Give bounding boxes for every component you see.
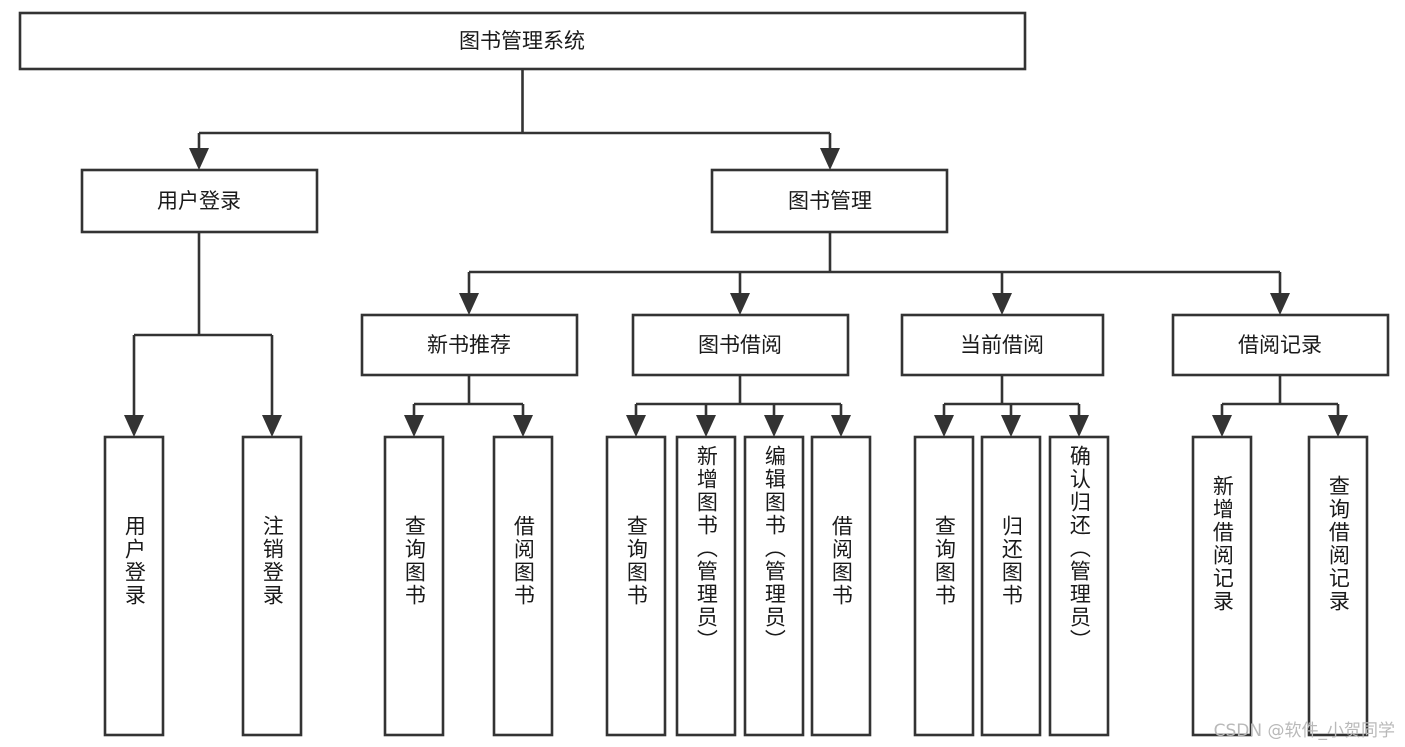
leaf-box-query-book-3[interactable] — [913, 435, 975, 737]
arrow-head-current-borrow — [992, 293, 1012, 315]
node-root[interactable]: 图书管理系统 — [18, 11, 1027, 71]
arrow-head-leaf-query-book-2 — [626, 415, 646, 437]
node-root-label: 图书管理系统 — [459, 29, 585, 53]
node-user-login[interactable]: 用户登录 — [80, 168, 319, 234]
node-borrow-record-label: 借阅记录 — [1238, 333, 1322, 357]
arrow-head-user-login — [189, 148, 209, 170]
leaf-boxes — [103, 435, 1369, 737]
arrow-head-leaf-edit-book — [764, 415, 784, 437]
node-new-book-recommend-box[interactable] — [360, 313, 579, 377]
connector-group-root — [189, 69, 840, 170]
node-new-book-recommend-label: 新书推荐 — [427, 333, 511, 357]
leaf-box-edit-book[interactable] — [743, 435, 805, 737]
arrow-head-borrow-record — [1270, 293, 1290, 315]
node-book-management-box[interactable] — [710, 168, 949, 234]
leaf-box-query-book-2[interactable] — [605, 435, 667, 737]
node-new-book-recommend[interactable]: 新书推荐 — [360, 313, 579, 377]
node-current-borrow[interactable]: 当前借阅 — [900, 313, 1105, 377]
node-book-management-label: 图书管理 — [788, 189, 872, 213]
leaf-box-user-logout[interactable] — [241, 435, 303, 737]
arrow-head-book-borrow — [730, 293, 750, 315]
connector-group-book-management — [459, 232, 1290, 315]
arrow-head-leaf-add-book — [696, 415, 716, 437]
arrow-head-leaf-query-book-1 — [404, 415, 424, 437]
arrow-head-leaf-query-record — [1328, 415, 1348, 437]
node-user-login-box[interactable] — [80, 168, 319, 234]
connector-group-user-login — [124, 232, 282, 437]
leaf-box-query-record[interactable] — [1307, 435, 1369, 737]
node-current-borrow-box[interactable] — [900, 313, 1105, 377]
node-book-borrow[interactable]: 图书借阅 — [631, 313, 850, 377]
connector-group-book-borrow — [626, 375, 851, 437]
node-borrow-record[interactable]: 借阅记录 — [1171, 313, 1390, 377]
node-current-borrow-label: 当前借阅 — [960, 333, 1044, 357]
leaf-box-query-book-1[interactable] — [383, 435, 445, 737]
leaf-box-user-login[interactable] — [103, 435, 165, 737]
leaf-box-borrow-book-1[interactable] — [492, 435, 554, 737]
arrow-head-leaf-borrow-book-1 — [513, 415, 533, 437]
connector-group-new-book-recommend — [404, 375, 533, 437]
arrow-head-leaf-borrow-book-2 — [831, 415, 851, 437]
arrow-head-leaf-return-book — [1001, 415, 1021, 437]
arrow-head-new-book-recommend — [459, 293, 479, 315]
leaf-box-add-book[interactable] — [675, 435, 737, 737]
leaf-box-confirm-return[interactable] — [1048, 435, 1110, 737]
arrow-head-leaf-add-record — [1212, 415, 1232, 437]
arrow-head-book-management — [820, 148, 840, 170]
node-borrow-record-box[interactable] — [1171, 313, 1390, 377]
connector-group-borrow-record — [1212, 375, 1348, 437]
arrow-head-leaf-confirm-return — [1069, 415, 1089, 437]
arrow-head-leaf-query-book-3 — [934, 415, 954, 437]
node-book-borrow-label: 图书借阅 — [698, 333, 782, 357]
leaf-box-borrow-book-2[interactable] — [810, 435, 872, 737]
arrow-head-leaf-user-logout — [262, 415, 282, 437]
node-user-login-label: 用户登录 — [157, 189, 241, 213]
connector-group-current-borrow — [934, 375, 1089, 437]
leaf-box-add-record[interactable] — [1191, 435, 1253, 737]
node-root-box[interactable] — [18, 11, 1027, 71]
node-book-borrow-box[interactable] — [631, 313, 850, 377]
csdn-watermark: CSDN @软件_小贺同学 — [1213, 721, 1395, 741]
leaf-box-return-book[interactable] — [980, 435, 1042, 737]
node-book-management[interactable]: 图书管理 — [710, 168, 949, 234]
arrow-head-leaf-user-login — [124, 415, 144, 437]
